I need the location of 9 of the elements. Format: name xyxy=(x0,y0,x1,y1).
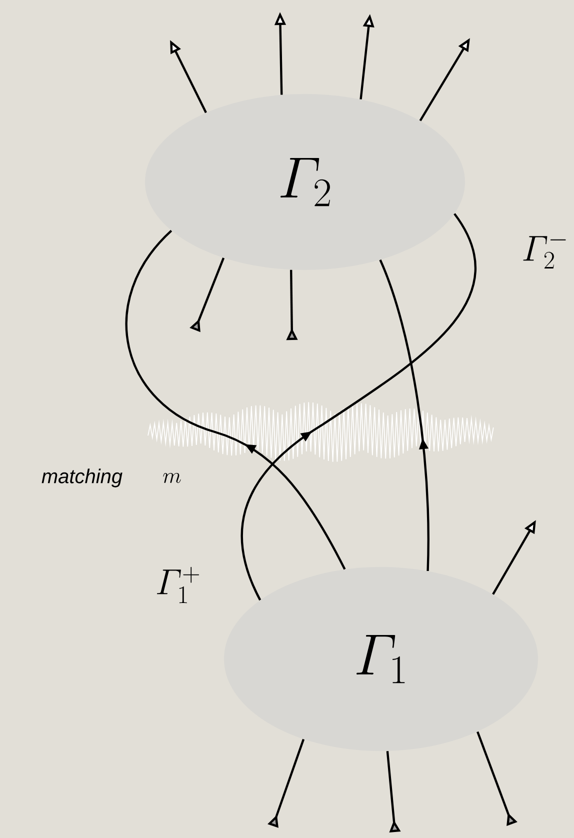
arrow xyxy=(240,213,476,601)
arrow xyxy=(379,259,430,571)
math-label: $\varGamma_1^+$ xyxy=(156,566,200,604)
blob: $\varGamma_2$ xyxy=(145,94,465,270)
math-label: $\varGamma_2^-$ xyxy=(523,236,566,268)
text-label: matching xyxy=(42,468,122,488)
arrow xyxy=(125,230,346,570)
math-label: $m$ xyxy=(163,473,181,483)
blob: $\varGamma_1$ xyxy=(224,567,538,751)
